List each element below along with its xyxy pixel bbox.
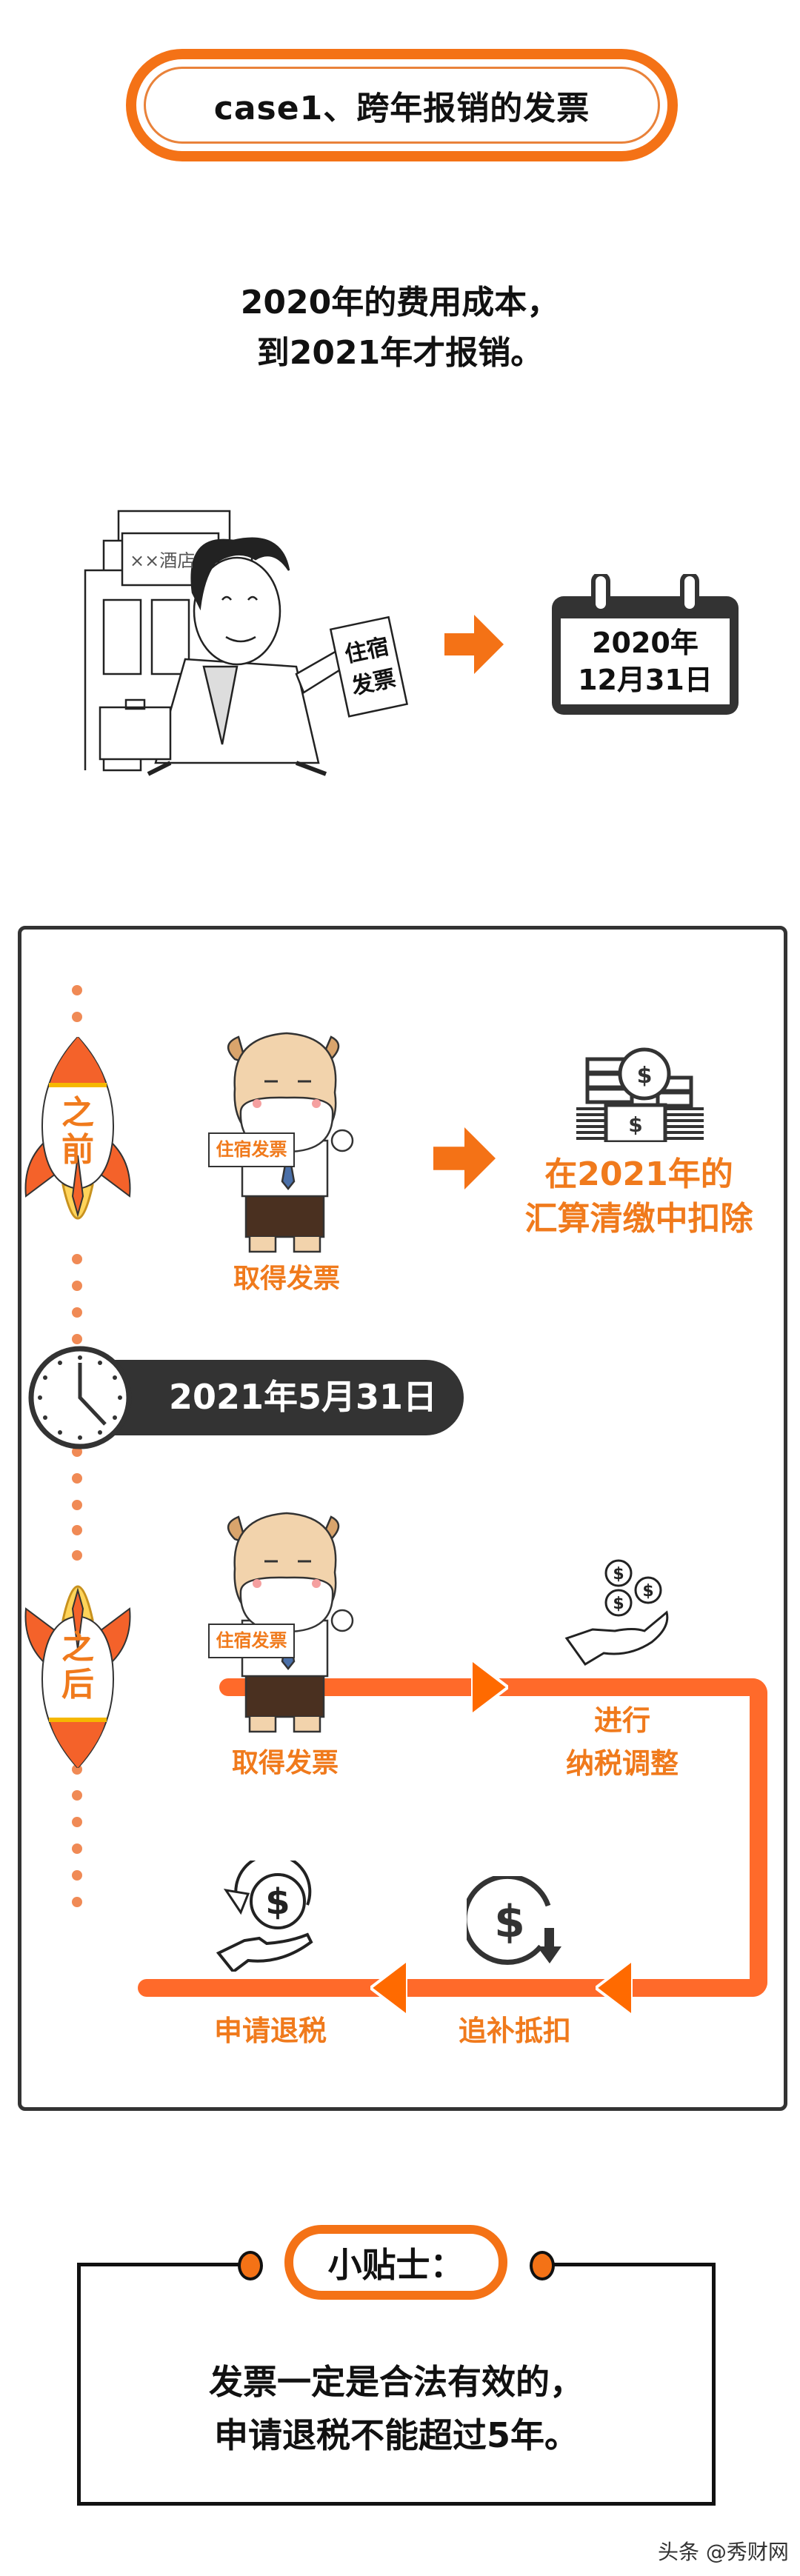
timeline-dot xyxy=(72,1254,82,1264)
timeline-dot xyxy=(72,1307,82,1318)
invoice-paper: 住宿 发票 xyxy=(329,615,409,718)
rocket-label-before: 之 前 xyxy=(61,1094,94,1169)
arrow-right-icon xyxy=(444,615,504,674)
calendar-frame xyxy=(552,574,739,715)
timeline-dot xyxy=(72,1790,82,1801)
title-banner: case1、跨年报销的发票 xyxy=(126,49,678,161)
timeline-panel xyxy=(18,926,787,2111)
page-title: case1、跨年报销的发票 xyxy=(213,90,590,127)
svg-text:$: $ xyxy=(265,1881,290,1923)
tips-title-pill: 小贴士： xyxy=(284,2225,507,2300)
timeline-dot xyxy=(72,1281,82,1291)
flow-arrow-right-icon xyxy=(471,1659,508,1715)
businessman-hotel-illustration: ××酒店 住宿 发票 xyxy=(84,510,409,776)
money-stack-icon: $ $ xyxy=(576,1047,704,1142)
timeline-dot xyxy=(72,1525,82,1535)
tips-line-1: 发票一定是合法有效的， xyxy=(209,2362,584,2402)
flow-line-right xyxy=(750,1678,767,1997)
timeline-dot xyxy=(72,1843,82,1854)
cow-sign-text: 住宿发票 xyxy=(216,1139,287,1160)
arrow-right-icon xyxy=(433,1127,496,1189)
dollar-cycle-icon: $ xyxy=(467,1876,561,1965)
step-adjust-line-2: 纳税调整 xyxy=(565,1747,679,1780)
timeline-dot xyxy=(72,1447,82,1457)
timeline-dot xyxy=(72,1473,82,1484)
timeline-dot xyxy=(72,1500,82,1510)
timeline-dot xyxy=(72,1870,82,1881)
watermark: 头条 @秀财网 xyxy=(658,2540,789,2564)
tips-box-top-right xyxy=(544,2263,716,2266)
tips-line-2: 申请退税不能超过5年。 xyxy=(213,2415,579,2455)
cow-sign-text: 住宿发票 xyxy=(216,1630,287,1651)
rocket-label-after: 之 后 xyxy=(61,1629,94,1704)
cow-illustration xyxy=(208,1512,354,1733)
refund-hand-icon: $ xyxy=(216,1861,313,1972)
tips-dot-left xyxy=(238,2251,263,2280)
flow-arrow-left-icon xyxy=(596,1960,633,2016)
timeline-dot xyxy=(72,1012,82,1022)
deadline-date: 2021年5月31日 xyxy=(169,1377,438,1417)
tips-box xyxy=(77,2264,716,2506)
hotel-sign-text: ××酒店 xyxy=(130,550,195,571)
flow-arrow-left-icon xyxy=(370,1960,407,2016)
result-line-1: 在2021年的 xyxy=(544,1155,733,1193)
timeline-dot xyxy=(72,1897,82,1907)
svg-text:$: $ xyxy=(637,1063,653,1089)
calendar-date: 12月31日 xyxy=(578,664,713,696)
deadline-banner xyxy=(102,1360,464,1435)
tips-box-top-left xyxy=(77,2263,251,2266)
rocket-after: 之 后 xyxy=(22,1559,133,1768)
cow-character-before: 住宿发票 xyxy=(205,1030,376,1255)
svg-text:$: $ xyxy=(642,1582,653,1601)
svg-text:$: $ xyxy=(613,1565,624,1584)
intro-line-1: 2020年的费用成本， xyxy=(240,284,560,321)
step-refund: 申请退税 xyxy=(213,2015,327,2047)
timeline-dot xyxy=(72,1334,82,1344)
timeline-dot xyxy=(72,1550,82,1561)
svg-text:$: $ xyxy=(613,1595,624,1613)
timeline-dot xyxy=(72,1817,82,1827)
caption-get-invoice-before: 取得发票 xyxy=(233,1264,340,1294)
step-adjust-line-1: 进行 xyxy=(593,1704,650,1737)
tips-title: 小贴士： xyxy=(327,2244,464,2285)
svg-text:$: $ xyxy=(628,1112,642,1137)
hand-coins-icon: $ $ $ xyxy=(564,1559,669,1666)
flow-line-bottom xyxy=(138,1979,767,1997)
result-line-2: 汇算清缴中扣除 xyxy=(524,1200,753,1238)
tips-dot-right xyxy=(530,2251,555,2280)
cow-character-after: 住宿发票 xyxy=(205,1509,376,1735)
timeline-dot xyxy=(72,985,82,995)
step-offset: 追补抵扣 xyxy=(458,2015,571,2047)
intro-line-2: 到2021年才报销。 xyxy=(256,334,544,372)
calendar-year: 2020年 xyxy=(592,627,699,659)
rocket-before: 之 前 xyxy=(22,1037,133,1246)
calendar-icon: 2020年 12月31日 xyxy=(552,574,739,715)
clock-icon xyxy=(28,1346,132,1449)
title-inner-border: case1、跨年报销的发票 xyxy=(144,67,660,144)
cow-illustration xyxy=(208,1032,354,1253)
rocket-icon xyxy=(24,1037,131,1220)
rocket-icon xyxy=(24,1585,131,1768)
svg-text:$: $ xyxy=(494,1896,525,1948)
caption-get-invoice-after: 取得发票 xyxy=(231,1748,339,1778)
